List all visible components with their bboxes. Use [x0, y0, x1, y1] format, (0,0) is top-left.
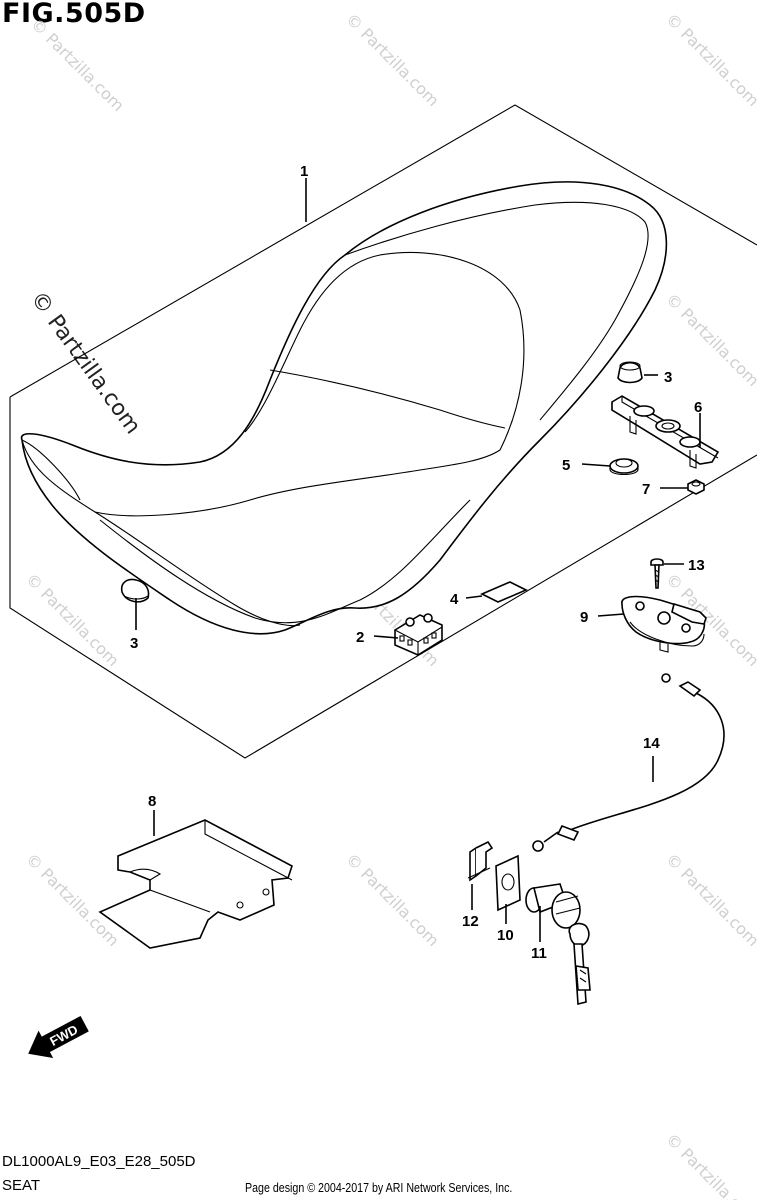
callout-numbers: 1 3 3 6 5 7 13 4 9 2 14 8 12 10 11 [130, 163, 705, 962]
lock-plate-part-10 [495, 854, 521, 912]
callout-7: 7 [642, 481, 650, 498]
watermark-text: © Partzilla.com [22, 849, 123, 950]
seat-seam-line [269, 369, 506, 429]
section-name: SEAT [2, 1177, 41, 1194]
callout-14: 14 [643, 735, 660, 752]
seat-nose [21, 439, 81, 501]
figure-title: FIG.505D [2, 0, 146, 29]
latch-part-9 [621, 595, 707, 653]
callout-12: 12 [462, 913, 479, 930]
seat-outline [20, 181, 668, 635]
callout-2: 2 [356, 629, 364, 646]
screw-part-13 [650, 558, 664, 589]
cable-part-14 [532, 673, 725, 852]
seat-part-1 [20, 181, 668, 635]
model-code: DL1000AL9_E03_E28_505D [2, 1153, 196, 1170]
callout-3: 3 [130, 635, 138, 652]
fwd-direction-arrow: FWD [28, 1015, 89, 1059]
seat-inner-rim [99, 499, 471, 624]
callout-3: 3 [664, 369, 672, 386]
assembly-outline [9, 104, 757, 759]
watermark-text: © Partzilla.com [342, 849, 443, 950]
lock-cylinder-part-11 [525, 883, 591, 1006]
watermark-text: © Partzilla.com [22, 569, 123, 670]
label-part-4 [480, 581, 528, 603]
watermark-text: © Partzilla.com [662, 289, 757, 390]
watermark-text: © Partzilla.com [342, 9, 443, 110]
watermark-text: © Partzilla.com [662, 849, 757, 950]
callout-10: 10 [497, 927, 514, 944]
seat-passenger-edge [344, 201, 649, 421]
watermark-text: © Partzilla.com [662, 9, 757, 110]
clip-part-12 [467, 840, 494, 882]
callout-4: 4 [450, 591, 459, 608]
svg-text:FWD: FWD [47, 1022, 80, 1049]
nut-part-7 [687, 479, 705, 495]
callout-6: 6 [694, 399, 702, 416]
tray-part-8 [98, 819, 293, 949]
callout-11: 11 [531, 945, 547, 962]
watermark-main: © Partzilla.com [25, 287, 145, 439]
seat-rider-pad [94, 251, 525, 517]
callout-13: 13 [688, 557, 705, 574]
watermark-text: © Partzilla.com [662, 1129, 757, 1200]
leader-lines [135, 178, 701, 942]
callout-8: 8 [148, 793, 156, 810]
callout-9: 9 [580, 609, 588, 626]
watermark-text: © Partzilla.com [27, 14, 128, 115]
callout-5: 5 [562, 457, 570, 474]
grommet-part-5 [609, 458, 639, 476]
connector-part-2 [394, 613, 443, 656]
page-credit: Page design © 2004-2017 by ARI Network S… [245, 1180, 513, 1195]
cushion-part-3-right [617, 361, 643, 384]
callout-1: 1 [300, 163, 308, 180]
seat-side-edge [21, 439, 301, 627]
